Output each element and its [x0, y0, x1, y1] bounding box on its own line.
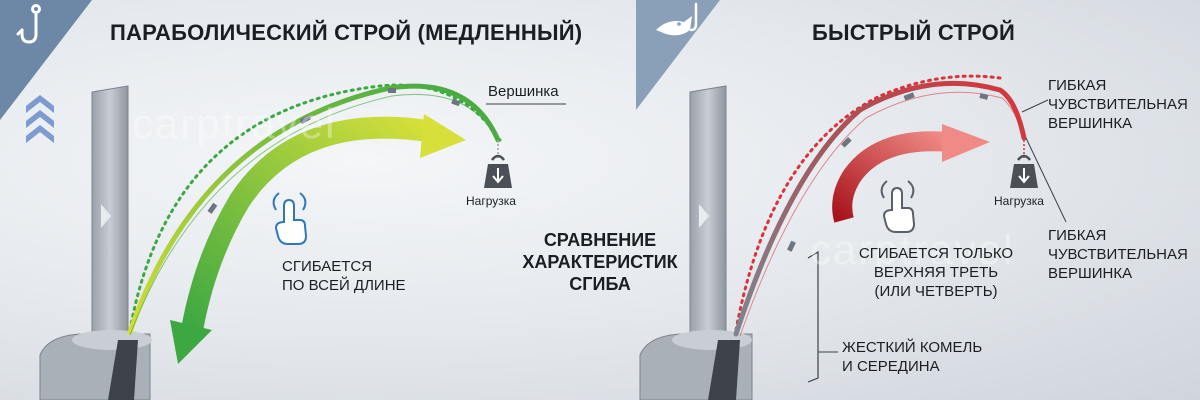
bend-text-fast-line1: СГИБАЕТСЯ ТОЛЬКО: [858, 245, 1014, 262]
rod-holder-post-right: [689, 85, 727, 341]
bend-arrow-head-slow-top: [420, 114, 466, 158]
rod-rest-position-right: [734, 74, 1002, 332]
stiff-butt-label-line2: И СЕРЕДИНА: [842, 358, 940, 375]
bend-text-slow: СГИБАЕТСЯ ПО ВСЕЙ ДЛИНЕ: [282, 257, 406, 295]
load-label-right: Нагрузка: [994, 194, 1044, 208]
tip-label-right-top-line1: ГИБКАЯ: [1048, 77, 1107, 94]
title-fast: БЫСТРЫЙ СТРОЙ: [812, 20, 1015, 45]
rod-bent-slow: [127, 83, 501, 335]
tip-leader-bottom: [1025, 137, 1067, 223]
rod-holder-rest-left: [72, 330, 152, 350]
corner-decoration-right: [636, 0, 720, 110]
hand-pointer-icon-right: [880, 180, 916, 233]
rod-handle-left: [108, 340, 138, 400]
rod-guides-right: [787, 92, 989, 252]
center-caption-line3: СГИБА: [569, 274, 631, 294]
bend-text-fast-line2: ВЕРХНЯЯ ТРЕТЬ: [873, 264, 999, 281]
tip-label-right-bottom-line1: ГИБКАЯ: [1048, 227, 1107, 244]
stiff-butt-label-line1: ЖЕСТКИЙ КОМЕЛЬ: [842, 339, 983, 356]
bend-text-fast: СГИБАЕТСЯ ТОЛЬКО ВЕРХНЯЯ ТРЕТЬ (ИЛИ ЧЕТВ…: [846, 244, 1026, 301]
bend-text-fast-line3: (ИЛИ ЧЕТВЕРТЬ): [874, 283, 998, 300]
rod-bent-fast: [733, 80, 1027, 337]
weight-icon-right: [1010, 154, 1038, 188]
post-arrow-left: [101, 204, 111, 228]
title-parabolic: ПАРАБОЛИЧЕСКИЙ СТРОЙ (МЕДЛЕННЫЙ): [110, 20, 583, 45]
rod-handle-right: [708, 340, 740, 400]
weight-icon: [484, 154, 512, 188]
rod-rest-position-left: [128, 83, 502, 332]
center-caption: СРАВНЕНИЕ ХАРАКТЕРИСТИК СГИБА: [520, 229, 680, 295]
bend-arrow-slow: [181, 116, 436, 332]
tip-leader-top: [1021, 99, 1049, 113]
fishing-hook-icon: [16, 4, 41, 44]
rod-holder-post-left: [91, 85, 129, 341]
center-caption-line1: СРАВНЕНИЕ: [543, 230, 657, 250]
tip-label-right-top: ГИБКАЯ ЧУВСТВИТЕЛЬНАЯ ВЕРШИНКА: [1048, 76, 1188, 133]
stiff-section-bracket: [807, 250, 819, 383]
tip-label-right-bottom-line3: ВЕРШИНКА: [1048, 265, 1133, 282]
bend-arrow-head-slow-bottom: [170, 320, 212, 364]
chevron-up-icon: [26, 95, 54, 143]
tip-label-left: Вершинка: [488, 83, 559, 100]
bend-arrow-head-fast: [942, 124, 990, 162]
stiff-butt-label: ЖЕСТКИЙ КОМЕЛЬ И СЕРЕДИНА: [842, 338, 982, 376]
tip-label-right-top-line3: ВЕРШИНКА: [1048, 115, 1133, 132]
tip-label-right-bottom: ГИБКАЯ ЧУВСТВИТЕЛЬНАЯ ВЕРШИНКА: [1048, 226, 1188, 283]
bend-arrow-fast: [832, 131, 951, 223]
hand-pointer-icon: [272, 192, 308, 245]
load-label-left: Нагрузка: [466, 194, 516, 208]
post-arrow-right: [699, 204, 709, 228]
rod-guides-left: [207, 88, 461, 214]
center-caption-line2: ХАРАКТЕРИСТИК: [522, 252, 678, 272]
tip-label-right-top-line2: ЧУВСТВИТЕЛЬНАЯ: [1048, 96, 1188, 113]
bend-text-slow-line1: СГИБАЕТСЯ: [282, 258, 373, 275]
fish-hook-icon: [656, 2, 698, 36]
watermark-left: carptravel: [132, 100, 337, 147]
bend-text-slow-line2: ПО ВСЕЙ ДЛИНЕ: [282, 277, 406, 294]
tip-label-right-bottom-line2: ЧУВСТВИТЕЛЬНАЯ: [1048, 246, 1188, 263]
watermark-right: carptravel: [810, 226, 1015, 273]
